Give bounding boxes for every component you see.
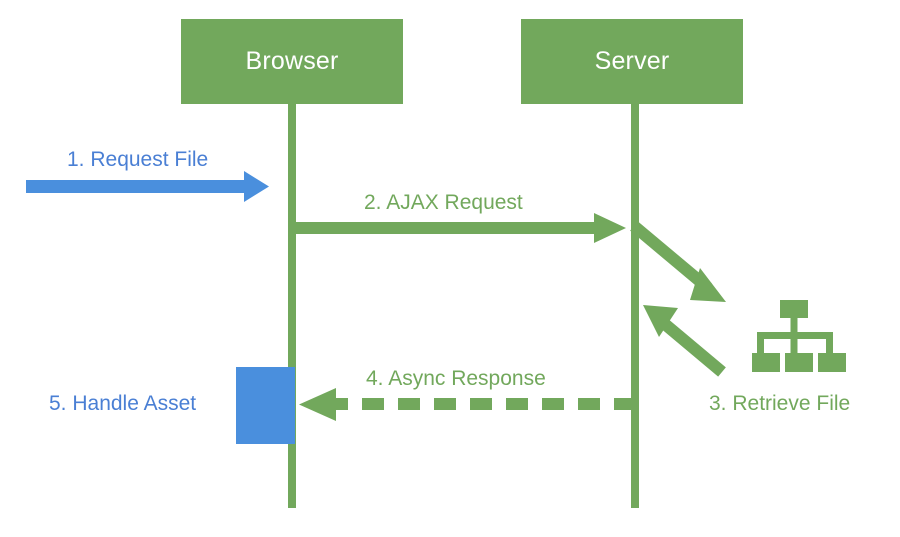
message-label-async-response: 4. Async Response xyxy=(366,367,546,390)
message-label-ajax-request: 2. AJAX Request xyxy=(364,191,523,214)
message-label-request-file: 1. Request File xyxy=(67,148,209,171)
sitemap-icon xyxy=(752,300,846,372)
activation-box-browser xyxy=(236,367,295,444)
arrow-retrieve-file-in xyxy=(643,305,726,377)
participant-server-label: Server xyxy=(594,47,670,75)
arrow-request-file xyxy=(26,171,269,202)
message-label-handle-asset: 5. Handle Asset xyxy=(49,392,197,415)
participant-browser: Browser xyxy=(181,19,403,104)
participant-server: Server xyxy=(521,19,743,104)
message-label-retrieve-file: 3. Retrieve File xyxy=(709,392,851,415)
participant-browser-label: Browser xyxy=(245,47,339,75)
lifeline-browser xyxy=(288,104,296,508)
arrow-retrieve-file-out xyxy=(630,221,726,302)
arrow-async-response xyxy=(299,388,636,421)
arrow-ajax-request xyxy=(292,213,626,243)
lifeline-server xyxy=(631,104,639,508)
